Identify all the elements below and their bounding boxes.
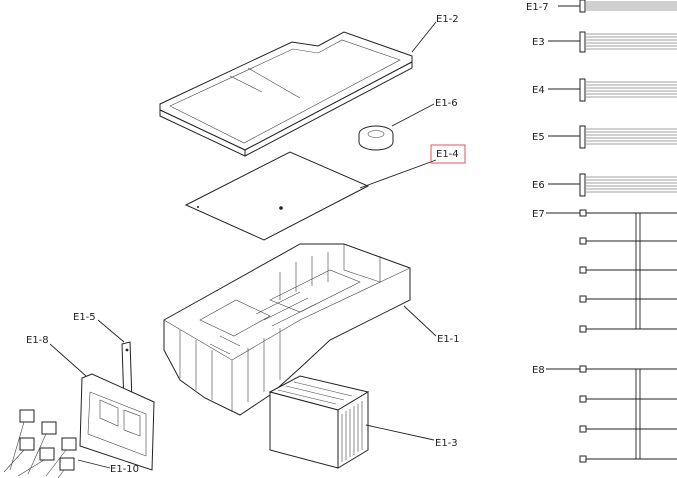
leader-e1-4 — [359, 159, 437, 189]
leader-e1-10 — [77, 459, 111, 469]
label-e3: E3 — [532, 37, 545, 48]
label-e1-1: E1-1 — [437, 334, 460, 345]
ribbon-cable-e1-7 — [558, 0, 677, 13]
label-e8: E8 — [532, 365, 545, 376]
part-round-gasket — [358, 125, 394, 151]
leader-e1-8 — [49, 343, 87, 377]
part-heatsink-block — [268, 375, 370, 469]
label-e4: E4 — [532, 85, 545, 96]
highlight-box-e1-4 — [430, 144, 466, 164]
part-thin-plate — [184, 151, 370, 241]
part-connector-cluster — [3, 409, 77, 478]
wire-harness-e8 — [546, 365, 677, 463]
part-main-housing — [163, 243, 411, 416]
label-e7: E7 — [532, 209, 545, 220]
part-circuit-board — [79, 373, 155, 471]
label-e1-10: E1-10 — [110, 464, 139, 475]
ribbon-cable-e4 — [548, 78, 677, 102]
label-e1-5: E1-5 — [73, 312, 96, 323]
leader-e1-6 — [391, 103, 435, 127]
label-e5: E5 — [532, 132, 545, 143]
label-e1-6: E1-6 — [435, 98, 458, 109]
leader-e1-5 — [97, 319, 125, 343]
ribbon-cable-e5 — [548, 125, 677, 149]
ribbon-cable-e6 — [548, 173, 677, 197]
label-e1-8: E1-8 — [26, 335, 49, 346]
part-lid-frame — [159, 31, 413, 157]
ribbon-cable-e3 — [548, 31, 677, 53]
label-e1-2: E1-2 — [436, 14, 459, 25]
label-e1-7: E1-7 — [526, 2, 549, 13]
label-e1-3: E1-3 — [435, 438, 458, 449]
label-e6: E6 — [532, 180, 545, 191]
leader-e1-2 — [411, 21, 437, 53]
leader-e1-3 — [365, 424, 435, 441]
wire-harness-e7 — [546, 209, 677, 333]
label-e1-4: E1-4 — [436, 149, 459, 160]
leader-e1-1 — [403, 305, 437, 337]
